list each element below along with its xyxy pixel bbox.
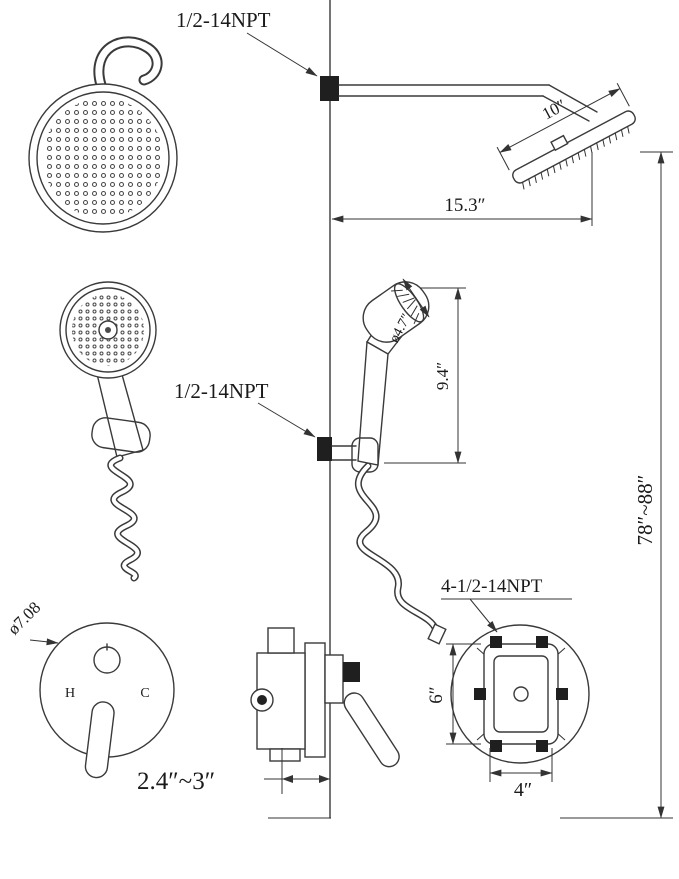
label-handheld-npt: 1/2-14NPT xyxy=(174,379,269,403)
cold-label: C xyxy=(140,686,149,701)
handheld-holder-bracket xyxy=(91,417,151,453)
rain-head-nozzles xyxy=(43,98,163,218)
valve-stem xyxy=(343,662,360,682)
trim-plate-face-view: H C xyxy=(39,622,175,779)
plate-diameter-value: ø7.08 xyxy=(4,598,44,638)
leader-valve-npt xyxy=(469,598,498,633)
wall-flange-top xyxy=(320,76,339,101)
label-trim-diameter: ø7.08 xyxy=(4,598,59,646)
rain-head-side-view xyxy=(512,110,636,190)
dim-valve-width: 4″ xyxy=(489,748,553,801)
install-height-value: 78″~88″ xyxy=(633,475,657,546)
rough-in-valve-side-view xyxy=(250,627,400,768)
corner-tabs xyxy=(476,647,566,741)
trim-handle xyxy=(84,701,115,779)
wall-depth-value: 2.4″~3″ xyxy=(137,768,215,795)
handheld-grip xyxy=(357,340,389,466)
head-width-value: 10″ xyxy=(539,95,569,123)
dim-wall-depth: 2.4″~3″ xyxy=(137,748,330,795)
handheld-handle xyxy=(96,370,144,458)
leader-handheld-npt xyxy=(257,402,316,438)
handheld-hose xyxy=(354,462,440,634)
valve-height-value: 6″ xyxy=(426,686,447,703)
dim-install-height: 78″~88″ xyxy=(560,151,673,819)
label-valve-npt: 4-1/2-14NPT xyxy=(441,576,572,633)
handheld-face-view xyxy=(59,281,157,582)
leader-arm-npt xyxy=(246,32,318,77)
dim-handheld-height: 9.4″ xyxy=(384,287,466,464)
valve-lever xyxy=(343,692,400,768)
label-arm-npt: 1/2-14NPT xyxy=(176,8,271,32)
valve-detail-view xyxy=(450,624,590,764)
hose-end-fitting xyxy=(427,623,447,645)
handheld-height-value: 9.4″ xyxy=(433,362,452,390)
arm-reach-value: 15.3″ xyxy=(444,195,485,216)
rain-head-face-view xyxy=(28,36,178,233)
valve-npt-value: 4-1/2-14NPT xyxy=(441,576,543,597)
handheld-side-view xyxy=(317,281,447,645)
hot-label: H xyxy=(65,686,75,701)
dim-arm-reach: 15.3″ xyxy=(331,152,593,226)
rain-head-inner-rim xyxy=(36,91,170,225)
dim-valve-height: 6″ xyxy=(426,643,481,745)
leader-trim-diameter xyxy=(29,638,59,646)
valve-width-value: 4″ xyxy=(514,779,532,801)
wall-flange-mid xyxy=(317,437,332,461)
